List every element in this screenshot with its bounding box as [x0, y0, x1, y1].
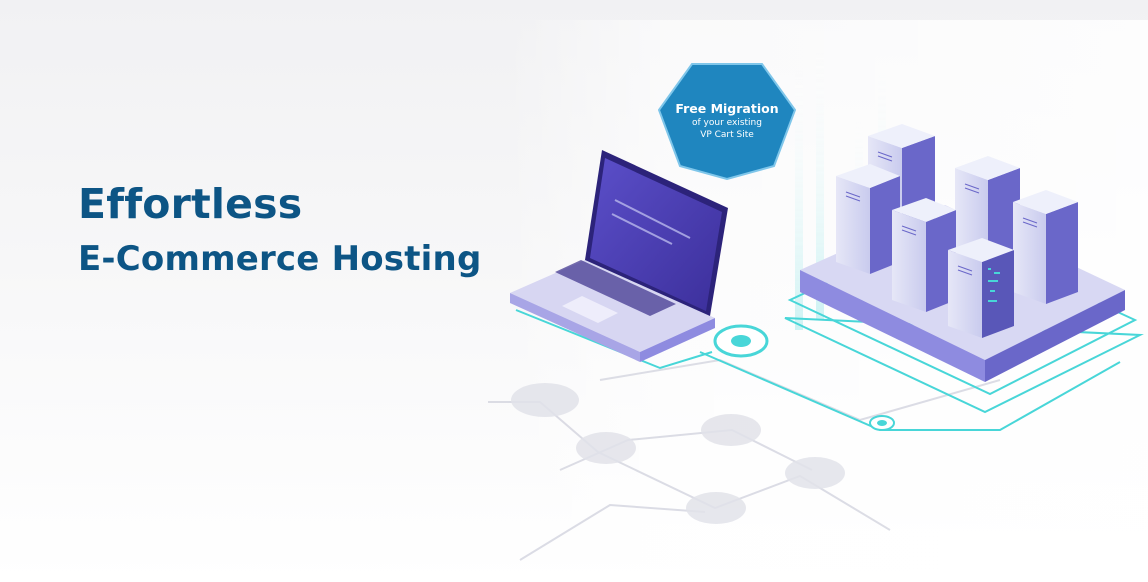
headline: Effortless E-Commerce Hosting — [78, 178, 481, 282]
free-migration-badge: Free Migration of your existing VP Cart … — [657, 62, 797, 181]
laptop-icon — [510, 150, 728, 362]
badge-hexagon-icon — [657, 63, 797, 181]
badge-subline-2: VP Cart Site — [700, 130, 754, 140]
server-rack-icon — [836, 124, 1078, 338]
headline-line-2: E-Commerce Hosting — [78, 239, 482, 279]
badge-subline-1: of your existing — [692, 118, 762, 128]
hosting-illustration — [488, 20, 1148, 582]
badge-title: Free Migration — [675, 101, 779, 116]
headline-line-1: Effortless — [78, 180, 303, 228]
network-node-icon — [713, 324, 895, 431]
